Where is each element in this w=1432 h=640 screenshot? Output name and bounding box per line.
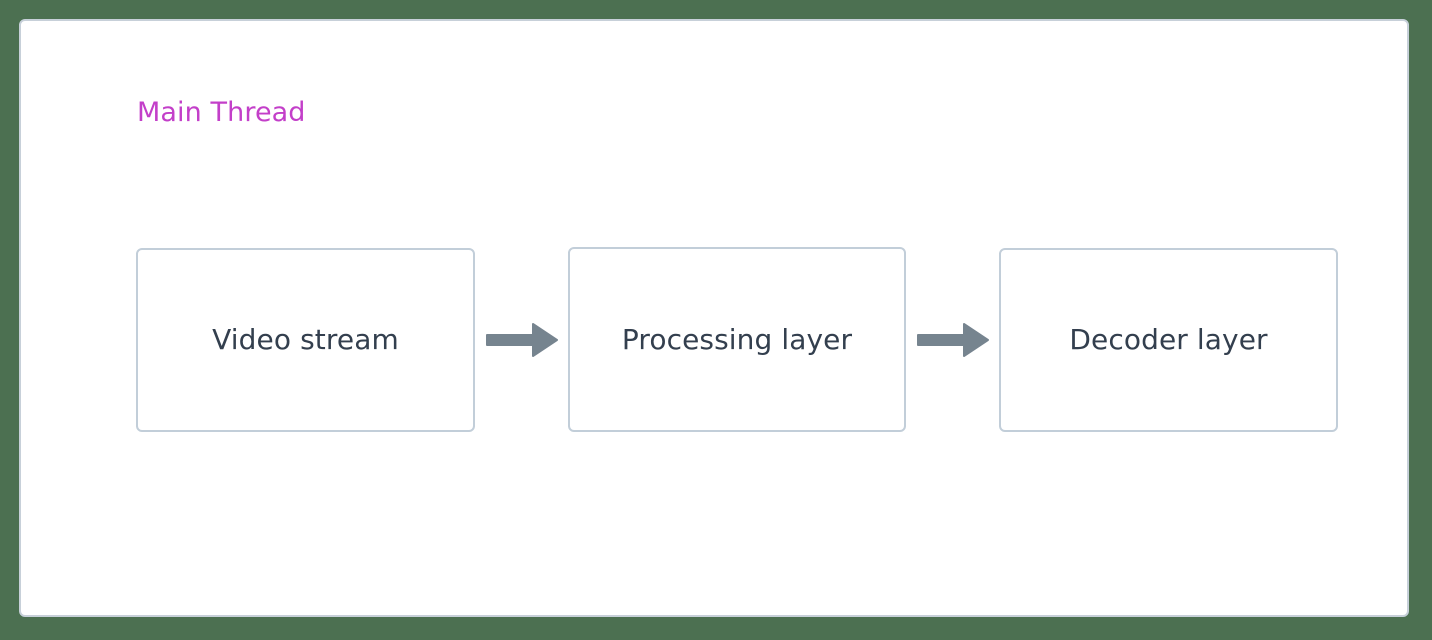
node-video-stream-label: Video stream bbox=[212, 323, 399, 356]
cluster-main-thread: Main Thread Video stream Processing laye… bbox=[19, 19, 1409, 617]
node-decoder-layer-label: Decoder layer bbox=[1069, 323, 1268, 356]
edge-processing-layer-to-decoder-layer bbox=[912, 318, 994, 362]
cluster-title: Main Thread bbox=[137, 97, 306, 128]
node-decoder-layer[interactable]: Decoder layer bbox=[999, 248, 1338, 432]
node-processing-layer[interactable]: Processing layer bbox=[568, 247, 906, 432]
node-video-stream[interactable]: Video stream bbox=[136, 248, 475, 432]
node-processing-layer-label: Processing layer bbox=[621, 322, 853, 356]
edge-video-stream-to-processing-layer bbox=[481, 318, 563, 362]
arrow-right-icon bbox=[917, 323, 989, 357]
arrow-right-icon bbox=[486, 323, 558, 357]
